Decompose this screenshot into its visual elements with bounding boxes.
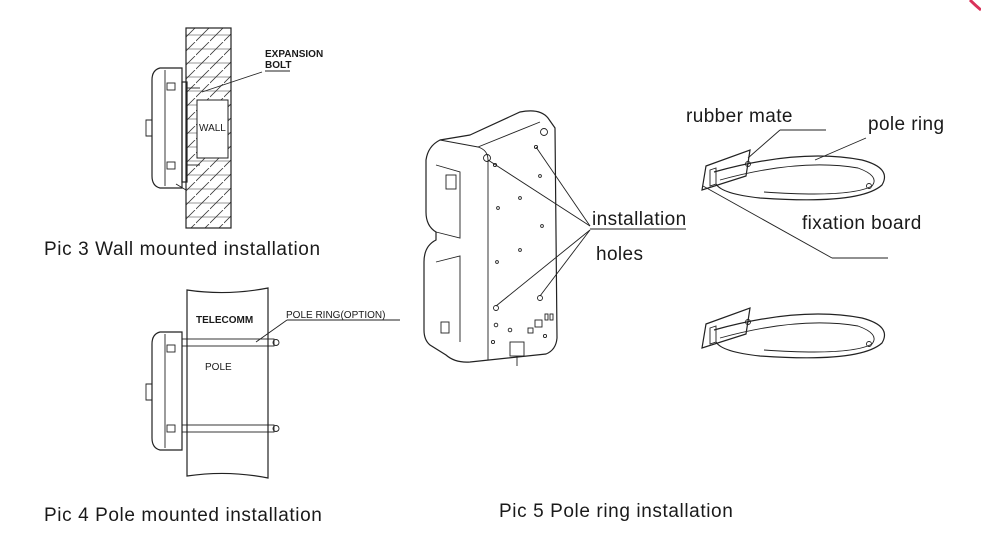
fixation-board-label: fixation board <box>802 213 922 234</box>
pic5-device-back-figure: installation holes <box>423 110 687 366</box>
expansion-bolt-label: EXPANSION <box>265 49 323 60</box>
rubber-mate <box>701 149 751 191</box>
pole-ring-leader <box>814 137 867 161</box>
pic3-caption: Pic 3 Wall mounted installation <box>44 239 321 260</box>
pole-ring-option-label: POLE RING(OPTION) <box>286 310 385 321</box>
expansion-bolt-label-2: BOLT <box>265 60 291 71</box>
pic5-pole-ring-lower-figure <box>701 307 886 359</box>
pic3-wall-mount-figure: EXPANSION BOLT WALL <box>145 27 323 229</box>
rubber-mate-label: rubber mate <box>686 106 793 127</box>
wall-label: WALL <box>199 123 226 134</box>
device-side-profile-pole <box>151 331 183 451</box>
holes-leader <box>535 146 591 227</box>
holes-leader <box>487 159 591 227</box>
holes-leader <box>539 229 591 297</box>
mounting-hole <box>493 305 499 311</box>
telecomm-pole <box>186 287 269 479</box>
fixation-board-leader <box>702 185 833 259</box>
wall-cavity <box>196 99 229 159</box>
pole-label: POLE <box>205 362 232 373</box>
installation-label: installation <box>592 209 687 230</box>
rubber-mate-leader <box>747 129 781 159</box>
telecomm-label: TELECOMM <box>196 315 253 326</box>
pole-ring-lower <box>181 424 275 433</box>
mounting-hole <box>540 128 548 136</box>
pic4-caption: Pic 4 Pole mounted installation <box>44 505 322 526</box>
pic4-pole-mount-figure: POLE RING(OPTION) TELECOMM POLE <box>145 287 400 479</box>
expansion-bolt-leader <box>201 71 263 93</box>
mounting-hole <box>537 295 543 301</box>
pole-ring-leader <box>255 319 288 343</box>
device-back-outline <box>423 110 558 363</box>
pole-ring-band <box>713 155 886 201</box>
pic5-pole-ring-upper-figure: rubber mate pole ring fixation board <box>686 106 944 259</box>
cable-gland <box>509 341 525 357</box>
pole-ring-label: pole ring <box>868 114 944 135</box>
pole-ring-upper <box>181 338 275 347</box>
device-side-profile <box>151 67 183 189</box>
pic5-caption: Pic 5 Pole ring installation <box>499 501 733 522</box>
corner-accent-mark <box>968 0 981 12</box>
holes-leader <box>495 229 591 307</box>
mounting-hole <box>483 154 491 162</box>
holes-label: holes <box>596 244 643 265</box>
